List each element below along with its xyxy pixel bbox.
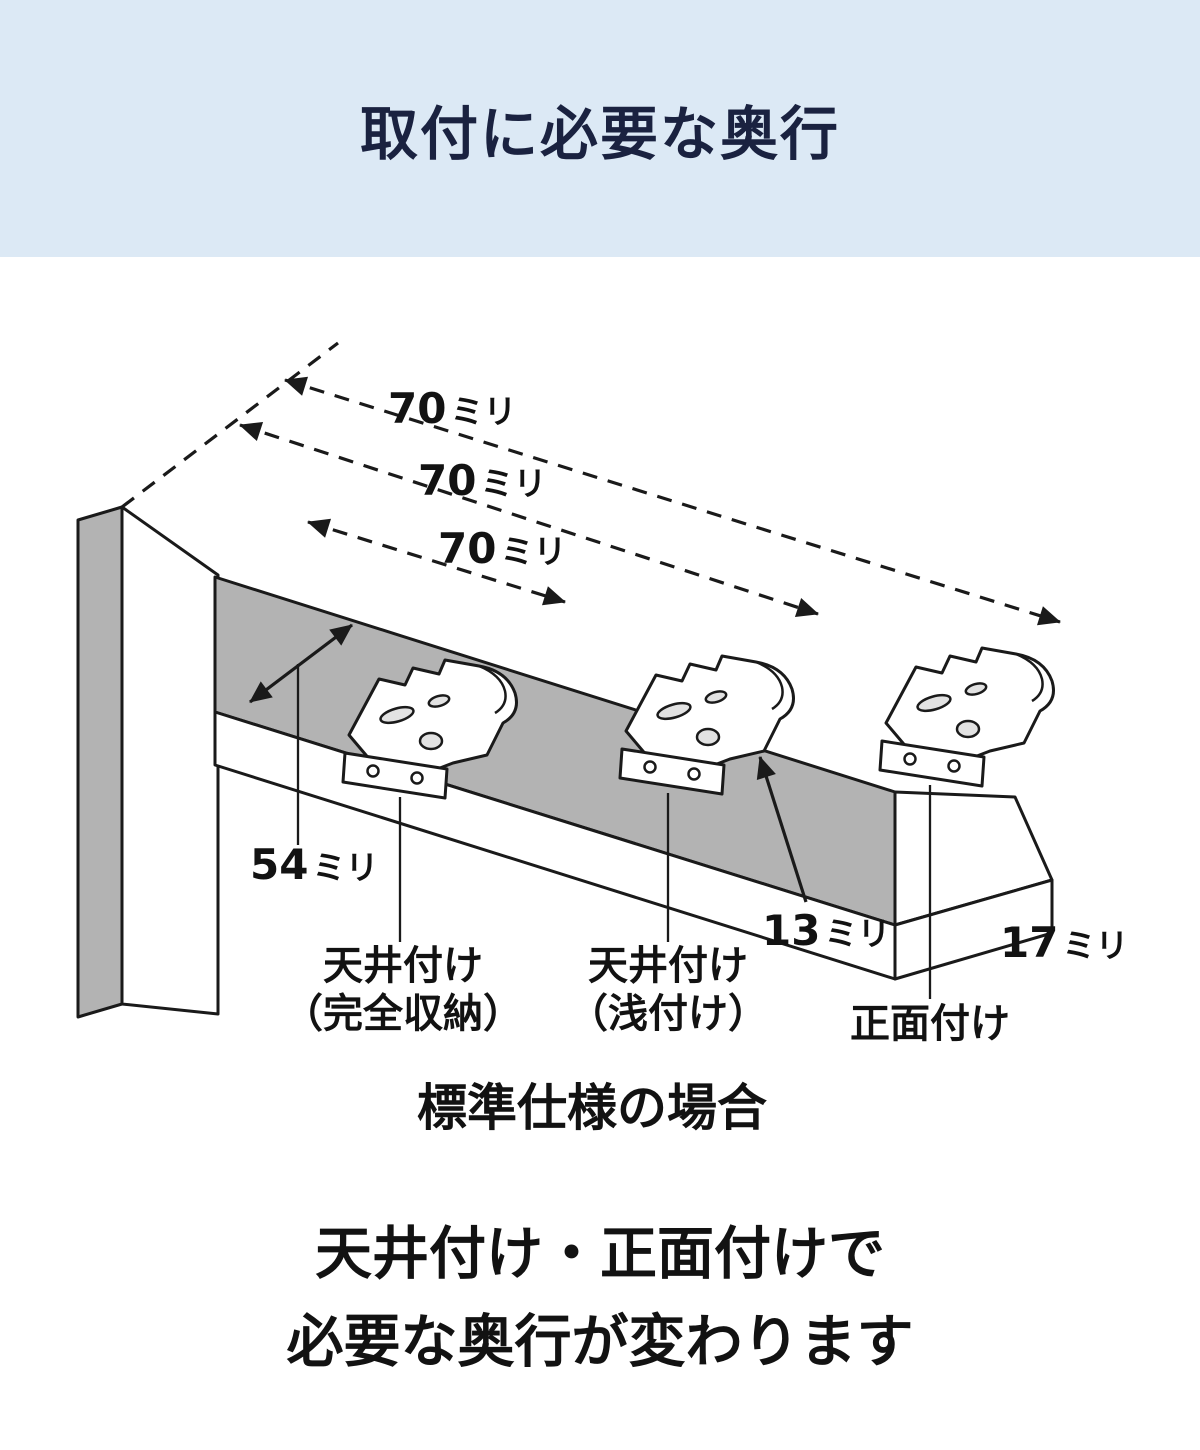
footer-note: 天井付け・正面付けで 必要な奥行が変わります: [0, 1210, 1200, 1387]
lip-value: 17: [1000, 918, 1058, 967]
bracket1-label-line2: （完全収納）: [283, 991, 523, 1037]
extension-line: [121, 341, 339, 509]
side-depth-value: 54: [250, 840, 308, 889]
bracket2-label-line1: 天井付け: [588, 943, 748, 989]
wall-front-face: [120, 505, 220, 1016]
bracket1-label-line1: 天井付け: [323, 943, 483, 989]
clearance-unit: ミリ: [824, 914, 890, 953]
bracket2-label-line2: （浅付け）: [568, 991, 768, 1037]
diagram-caption: 標準仕様の場合: [417, 1079, 767, 1137]
side-depth-arrow: [249, 623, 353, 704]
depth-unit-2: ミリ: [480, 464, 546, 503]
footer-line-2: 必要な奥行が変わります: [286, 1309, 914, 1376]
bracket-front-mount: [878, 646, 1055, 788]
clearance-value: 13: [762, 906, 820, 955]
clearance-arrow: [756, 756, 808, 903]
depth-arrow-2: [239, 422, 819, 617]
page-title: 取付に必要な奥行: [359, 99, 840, 168]
depth-unit-3: ミリ: [450, 392, 516, 431]
depth-value-2: 70: [418, 456, 476, 505]
wall-side-face: [76, 505, 124, 1019]
depth-arrow-1: [307, 518, 566, 606]
lip-unit: ミリ: [1062, 926, 1128, 965]
beam-end-lip: [893, 878, 1054, 981]
depth-value-1: 70: [438, 524, 496, 573]
footer-line-1: 天井付け・正面付けで: [315, 1221, 885, 1287]
depth-unit-1: ミリ: [500, 532, 566, 571]
depth-arrow-3: [284, 376, 1061, 626]
side-depth-unit: ミリ: [312, 848, 378, 887]
depth-value-3: 70: [388, 384, 446, 433]
header-band: 取付に必要な奥行: [0, 0, 1200, 257]
bracket3-label-line1: 正面付け: [850, 1001, 1010, 1047]
